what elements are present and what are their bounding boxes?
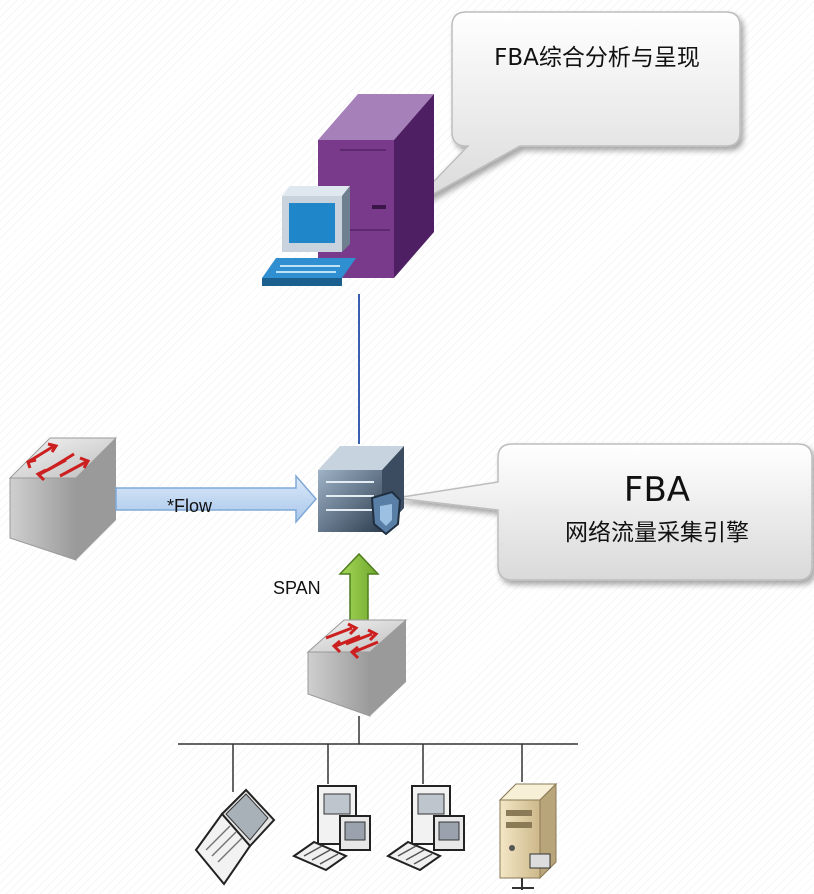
engine-callout-subtitle: 网络流量采集引擎 [565, 520, 749, 546]
engine-callout-title: FBA [623, 470, 691, 510]
span-arrow [338, 552, 380, 627]
flow-label: *Flow [167, 496, 213, 516]
lan-bus [178, 716, 578, 792]
desktop-pc-icon [385, 785, 465, 872]
span-label: SPAN [273, 578, 321, 598]
server-tower-icon [498, 782, 558, 890]
purple-server-workstation-icon [262, 94, 434, 286]
router-switch-icon [8, 437, 118, 561]
laptop-icon [194, 788, 276, 886]
flow-arrow [115, 473, 317, 525]
switch-icon [306, 619, 408, 717]
probe-appliance-icon [318, 446, 404, 536]
desktop-pc-icon [291, 785, 371, 872]
analysis-callout-text: FBA综合分析与呈现 [494, 45, 700, 71]
analysis-callout [407, 11, 741, 209]
engine-callout [395, 443, 813, 581]
